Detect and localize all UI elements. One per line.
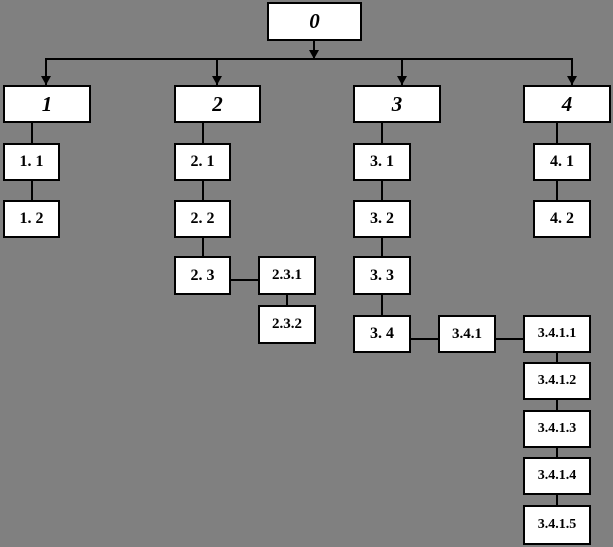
node-3-4[interactable]: 3. 4 xyxy=(353,315,411,353)
edge-bus-drop-3 xyxy=(401,58,403,85)
edge-bus-drop-2 xyxy=(216,58,218,85)
node-3-4-1-5[interactable]: 3.4.1.5 xyxy=(523,505,591,545)
node-2-3-1-label: 2.3.1 xyxy=(272,267,302,283)
node-1[interactable]: 1 xyxy=(3,85,91,123)
node-2[interactable]: 2 xyxy=(174,85,261,123)
node-3-label: 3 xyxy=(391,91,403,116)
edge-2-3-to-2-3-1 xyxy=(231,279,259,281)
node-2-3-2-label: 2.3.2 xyxy=(272,316,302,332)
node-3-4-1-4[interactable]: 3.4.1.4 xyxy=(523,457,591,495)
edge-3-4-to-3-4-1 xyxy=(411,338,439,340)
edge-3-4-1-4-to-3-4-1-5 xyxy=(556,495,558,505)
arrow-down-1-icon xyxy=(41,76,51,85)
node-3-4-1-4-label: 3.4.1.4 xyxy=(537,468,577,483)
node-3-4-1-label: 3.4.1 xyxy=(452,325,482,342)
node-3-1[interactable]: 3. 1 xyxy=(353,143,411,181)
node-4[interactable]: 4 xyxy=(523,85,611,123)
node-3-2-label: 3. 2 xyxy=(370,210,394,227)
node-1-2[interactable]: 1. 2 xyxy=(3,200,60,238)
node-3-3[interactable]: 3. 3 xyxy=(353,256,411,295)
node-2-label: 2 xyxy=(212,91,223,116)
node-1-label: 1 xyxy=(41,91,53,116)
node-2-1-label: 2. 1 xyxy=(190,153,215,170)
edge-bus-horizontal xyxy=(45,58,573,60)
node-3[interactable]: 3 xyxy=(353,85,441,123)
edge-2-to-2-1 xyxy=(202,123,204,143)
node-3-1-label: 3. 1 xyxy=(370,153,394,170)
node-2-2[interactable]: 2. 2 xyxy=(174,200,231,238)
edge-root-stem xyxy=(313,41,315,58)
edge-bus-drop-4 xyxy=(571,58,573,85)
node-2-3-label: 2. 3 xyxy=(190,266,215,284)
node-2-3-1[interactable]: 2.3.1 xyxy=(258,256,316,295)
node-3-3-label: 3. 3 xyxy=(370,266,394,284)
edge-3-4-1-2-to-3-4-1-3 xyxy=(556,400,558,410)
edge-2-2-to-2-3 xyxy=(202,238,204,256)
node-0-label: 0 xyxy=(309,9,320,33)
node-3-4-label: 3. 4 xyxy=(370,325,394,342)
edge-3-4-1-to-3-4-1-1 xyxy=(496,338,524,340)
edge-2-3-1-to-2-3-2 xyxy=(286,295,288,305)
node-2-2-label: 2. 2 xyxy=(190,210,215,227)
edge-3-2-to-3-3 xyxy=(381,238,383,256)
node-4-label: 4 xyxy=(561,91,573,116)
edge-3-1-to-3-2 xyxy=(381,181,383,200)
node-2-3-2[interactable]: 2.3.2 xyxy=(258,305,316,344)
arrow-root-down-icon xyxy=(309,50,319,59)
edge-2-1-to-2-2 xyxy=(202,181,204,200)
edge-bus-drop-1 xyxy=(45,58,47,85)
node-1-1[interactable]: 1. 1 xyxy=(3,143,60,181)
node-3-2[interactable]: 3. 2 xyxy=(353,200,411,238)
node-3-4-1-1-label: 3.4.1.1 xyxy=(537,326,577,341)
edge-3-4-1-1-to-3-4-1-2 xyxy=(556,353,558,362)
edge-1-1-to-1-2 xyxy=(31,181,33,200)
node-2-3[interactable]: 2. 3 xyxy=(174,256,231,295)
node-3-4-1-1[interactable]: 3.4.1.1 xyxy=(523,315,591,353)
node-0[interactable]: 0 xyxy=(267,2,362,41)
edge-1-to-1-1 xyxy=(31,123,33,143)
edge-3-4-1-3-to-3-4-1-4 xyxy=(556,448,558,457)
node-1-1-label: 1. 1 xyxy=(19,153,44,170)
node-3-4-1[interactable]: 3.4.1 xyxy=(438,315,496,353)
edge-3-to-3-1 xyxy=(381,123,383,143)
node-4-1[interactable]: 4. 1 xyxy=(533,143,591,181)
node-3-4-1-5-label: 3.4.1.5 xyxy=(537,517,577,532)
arrow-down-2-icon xyxy=(212,76,222,85)
node-4-1-label: 4. 1 xyxy=(550,153,574,170)
arrow-down-4-icon xyxy=(567,76,577,85)
node-3-4-1-3[interactable]: 3.4.1.3 xyxy=(523,410,591,448)
arrow-down-3-icon xyxy=(397,76,407,85)
node-2-1[interactable]: 2. 1 xyxy=(174,143,231,181)
node-3-4-1-2[interactable]: 3.4.1.2 xyxy=(523,362,591,400)
edge-3-3-to-3-4 xyxy=(381,295,383,315)
node-3-4-1-3-label: 3.4.1.3 xyxy=(537,421,577,436)
edge-4-to-4-1 xyxy=(556,123,558,143)
node-4-2-label: 4. 2 xyxy=(550,210,574,227)
node-3-4-1-2-label: 3.4.1.2 xyxy=(537,373,577,388)
node-4-2[interactable]: 4. 2 xyxy=(533,200,591,238)
node-1-2-label: 1. 2 xyxy=(19,210,44,227)
edge-4-1-to-4-2 xyxy=(556,181,558,200)
